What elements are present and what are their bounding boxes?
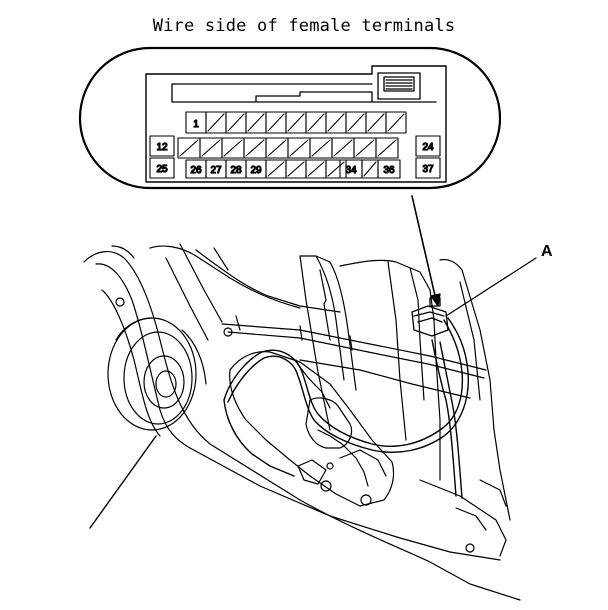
window-channel xyxy=(299,255,357,431)
label-12: 12 xyxy=(156,142,168,153)
terminal-row-1 xyxy=(185,111,407,134)
inset-leader-arrow xyxy=(411,195,441,307)
terminal-12 xyxy=(149,135,175,157)
label-25: 25 xyxy=(156,164,168,175)
diagram-title: Wire side of female terminals xyxy=(152,16,456,36)
label-29: 29 xyxy=(250,165,262,176)
terminal-row-3 xyxy=(149,157,441,179)
terminal-row-2 xyxy=(149,135,441,159)
label-24: 24 xyxy=(422,142,434,153)
connector-a xyxy=(411,297,449,337)
label-36: 36 xyxy=(383,165,395,176)
label-26: 26 xyxy=(190,165,202,176)
wire-harness xyxy=(223,317,469,499)
regulator-rail-upper xyxy=(221,323,487,371)
locking-tab xyxy=(377,72,421,100)
door-outer-edge xyxy=(83,251,521,601)
terminal-36 xyxy=(377,159,401,179)
callout-a-leader xyxy=(445,257,537,317)
right-channel xyxy=(339,259,441,481)
terminal-37 xyxy=(415,157,441,179)
window-motor xyxy=(229,351,395,507)
inner-panel-top xyxy=(149,243,301,341)
inset-capsule xyxy=(78,46,502,190)
label-1: 1 xyxy=(193,119,199,130)
terminal-24 xyxy=(415,135,441,157)
label-28: 28 xyxy=(230,165,242,176)
terminal-25 xyxy=(149,157,175,179)
label-34: 34 xyxy=(345,165,357,176)
connector-top-rail xyxy=(171,83,437,103)
connector-housing xyxy=(145,65,447,183)
door-lower-edge xyxy=(189,447,501,561)
callout-a-label: A xyxy=(541,243,553,260)
speaker xyxy=(107,297,233,431)
label-27: 27 xyxy=(210,165,222,176)
label-37: 37 xyxy=(422,164,434,175)
door-assembly xyxy=(83,243,521,601)
connector-inset: 1 12 24 25 26 27 28 29 34 36 37 xyxy=(78,46,502,190)
regulator-rail-lower xyxy=(299,359,471,399)
